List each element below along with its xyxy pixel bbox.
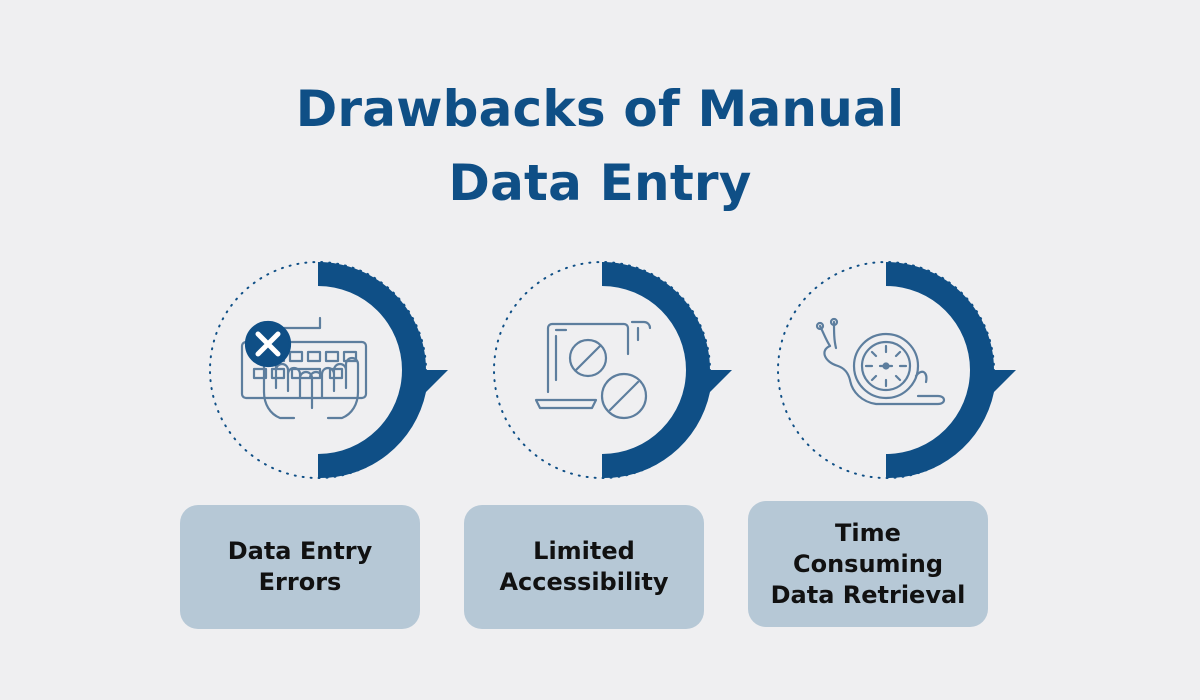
drawback-label: Time Consuming Data Retrieval: [770, 518, 966, 609]
page-title: Drawbacks of Manual Data Entry: [0, 72, 1200, 220]
circular-badge: [493, 261, 732, 479]
progress-arc-arrow: [602, 262, 732, 479]
circular-badge: [777, 261, 1016, 479]
progress-arc-arrow: [318, 262, 448, 479]
drawback-label-box: Limited Accessibility: [464, 505, 704, 629]
drawback-item-limited-accessibility: Limited Accessibility: [464, 258, 740, 638]
drawback-label: Data Entry Errors: [227, 537, 373, 596]
snail-clock-icon: [815, 317, 946, 406]
drawback-label: Limited Accessibility: [499, 537, 669, 596]
page-title-line-2: Data Entry: [448, 154, 752, 212]
drawback-label-box: Data Entry Errors: [180, 505, 420, 629]
circular-badge: [209, 261, 448, 479]
blocked-device-icon: [534, 320, 652, 420]
keyboard-error-icon: [240, 316, 368, 420]
page-title-line-1: Drawbacks of Manual: [295, 80, 905, 138]
drawback-item-time-consuming-retrieval: Time Consuming Data Retrieval: [748, 258, 1024, 638]
drawback-label-box: Time Consuming Data Retrieval: [748, 501, 988, 627]
progress-arc-arrow: [886, 262, 1016, 479]
drawback-item-data-entry-errors: Data Entry Errors: [180, 258, 456, 638]
